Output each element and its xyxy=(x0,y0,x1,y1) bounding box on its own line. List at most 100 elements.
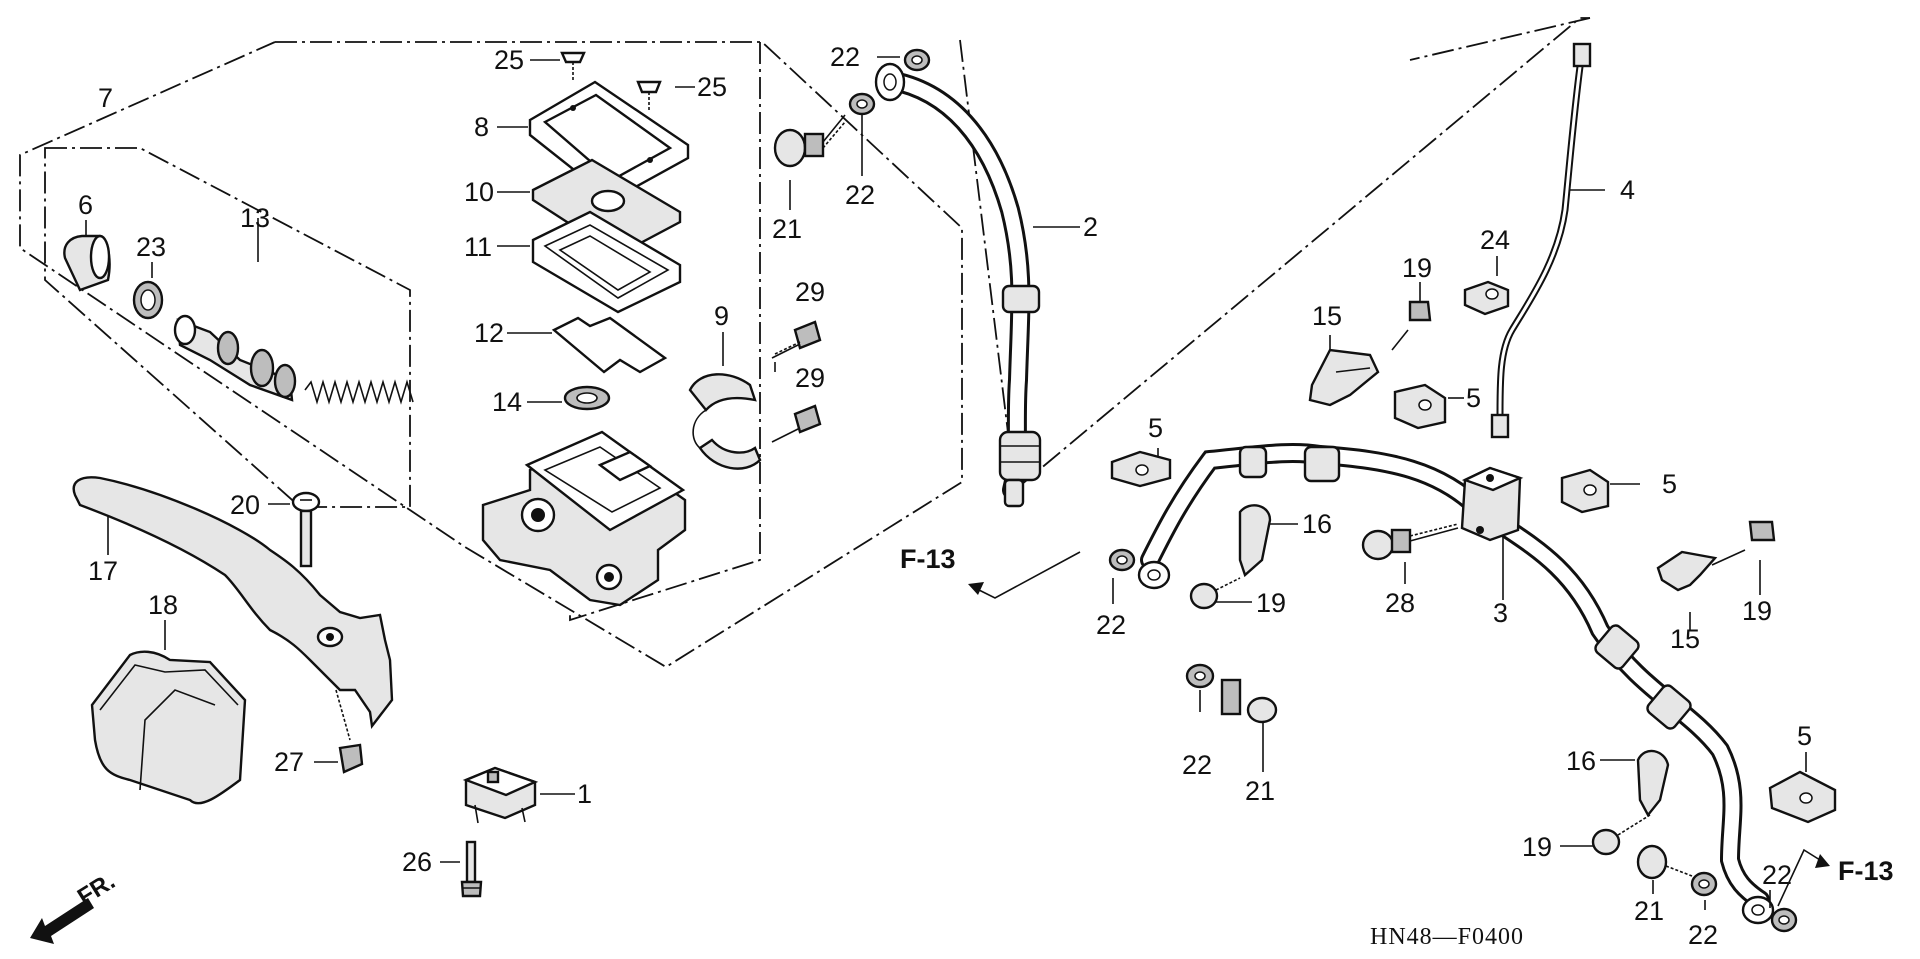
label-15-right: 15 xyxy=(1670,624,1700,654)
diagram-code: HN48—F0400 xyxy=(1370,924,1524,950)
hose-3-bracket-outline xyxy=(1409,17,1591,61)
guide-5-left xyxy=(1110,448,1172,488)
label-5-lower-right: 5 xyxy=(1797,721,1812,751)
holder-bolt-29-lower xyxy=(771,404,822,443)
clamp-16-top xyxy=(1238,504,1298,578)
label-19-right: 19 xyxy=(1742,596,1772,626)
bolt-21-bottom xyxy=(1636,844,1693,894)
label-17: 17 xyxy=(88,556,118,586)
clamp-15-top xyxy=(1308,335,1380,407)
pivot-bolt-20 xyxy=(268,491,321,568)
ref-label-left: F-13 xyxy=(900,544,956,574)
washer-22-top-lower xyxy=(848,92,876,176)
part-labels: 1 2 3 4 5 5 5 5 6 7 8 9 10 11 12 13 14 1… xyxy=(78,42,1812,950)
label-4: 4 xyxy=(1620,175,1635,205)
spring-13 xyxy=(304,379,414,405)
holder-bolt-29-upper xyxy=(771,320,822,372)
label-19-middle: 19 xyxy=(1256,588,1286,618)
label-2: 2 xyxy=(1083,212,1098,242)
guide-5-right xyxy=(1560,468,1640,514)
diaphragm-plate xyxy=(497,158,682,257)
label-6: 6 xyxy=(78,190,93,220)
label-10: 10 xyxy=(464,177,494,207)
washer-22-middle xyxy=(1185,663,1215,712)
handlebar-holder xyxy=(688,332,762,470)
label-26: 26 xyxy=(402,847,432,877)
lever-cover-18 xyxy=(90,620,247,805)
float-plate xyxy=(507,316,668,374)
hose-2-bracket-outline xyxy=(959,17,1590,492)
label-21-middle: 21 xyxy=(1245,776,1275,806)
label-8: 8 xyxy=(474,112,489,142)
label-11: 11 xyxy=(464,232,492,262)
bolt-21-top xyxy=(773,114,846,210)
washer-22-top-right xyxy=(877,48,931,72)
label-1: 1 xyxy=(577,779,592,809)
front-direction-arrow-icon xyxy=(30,898,94,944)
label-15-top: 15 xyxy=(1312,301,1342,331)
clip-24 xyxy=(1463,256,1510,316)
three-way-joint xyxy=(1460,466,1524,600)
reservoir-subassembly-outline xyxy=(569,42,761,622)
label-24: 24 xyxy=(1480,225,1510,255)
bushing-14 xyxy=(527,385,611,411)
bolt-19-right xyxy=(1748,520,1776,595)
label-5-right: 5 xyxy=(1662,469,1677,499)
master-cylinder-body xyxy=(481,430,687,607)
label-22-middle: 22 xyxy=(1182,750,1212,780)
brake-lever xyxy=(72,476,394,729)
ref-arrow-left xyxy=(968,551,1081,599)
label-22-bottom: 22 xyxy=(1688,920,1718,950)
bolt-19-top xyxy=(1391,282,1432,351)
label-23: 23 xyxy=(136,232,166,262)
snap-ring-23 xyxy=(132,262,164,320)
ref-arrow-right xyxy=(1777,848,1830,907)
label-7: 7 xyxy=(98,83,113,113)
stop-switch-1 xyxy=(462,766,575,824)
label-20: 20 xyxy=(230,490,260,520)
label-19-bottom: 19 xyxy=(1522,832,1552,862)
guide-5-upper-right xyxy=(1393,383,1464,430)
label-28: 28 xyxy=(1385,588,1415,618)
bolt-19-middle xyxy=(1189,577,1252,610)
guide-5-lower-right xyxy=(1768,752,1837,824)
nut-27 xyxy=(314,689,364,774)
label-22-top-right: 22 xyxy=(830,42,860,72)
label-22-top-lower: 22 xyxy=(845,180,875,210)
label-13: 13 xyxy=(240,203,270,233)
label-22-bottom-right: 22 xyxy=(1762,860,1792,890)
brake-hose-3 xyxy=(1137,442,1775,925)
clamp-16-bottom xyxy=(1600,749,1670,818)
piston-kit-outline xyxy=(44,147,411,508)
label-12: 12 xyxy=(474,318,504,348)
screw-26 xyxy=(440,840,483,898)
label-19-top: 19 xyxy=(1402,253,1432,283)
washer-22-middle-left xyxy=(1108,548,1136,604)
bolt-28 xyxy=(1361,523,1459,584)
label-9: 9 xyxy=(714,301,729,331)
brake-pipe-4 xyxy=(1490,42,1605,439)
label-29-lower: 29 xyxy=(795,363,825,393)
label-16-top: 16 xyxy=(1302,509,1332,539)
label-21-top: 21 xyxy=(772,214,802,244)
label-25-left: 25 xyxy=(494,45,524,75)
label-16-bottom: 16 xyxy=(1566,746,1596,776)
clamp-15-right xyxy=(1656,549,1746,630)
washer-22-bottom-right xyxy=(1769,890,1798,933)
boot-6 xyxy=(63,220,111,292)
label-27: 27 xyxy=(274,747,304,777)
label-3: 3 xyxy=(1493,598,1508,628)
screw-25-right xyxy=(636,80,695,112)
washer-22-bottom-left xyxy=(1690,871,1718,910)
label-18: 18 xyxy=(148,590,178,620)
label-29-upper: 29 xyxy=(795,277,825,307)
label-21-bottom: 21 xyxy=(1634,896,1664,926)
label-5-left: 5 xyxy=(1148,413,1163,443)
bolt-21-middle xyxy=(1220,678,1278,772)
screw-25-left xyxy=(530,51,586,82)
label-5-upper-right: 5 xyxy=(1466,383,1481,413)
bolt-19-bottom xyxy=(1560,814,1651,856)
master-cylinder-assembly-outline xyxy=(19,41,963,669)
piston-13 xyxy=(173,218,297,402)
